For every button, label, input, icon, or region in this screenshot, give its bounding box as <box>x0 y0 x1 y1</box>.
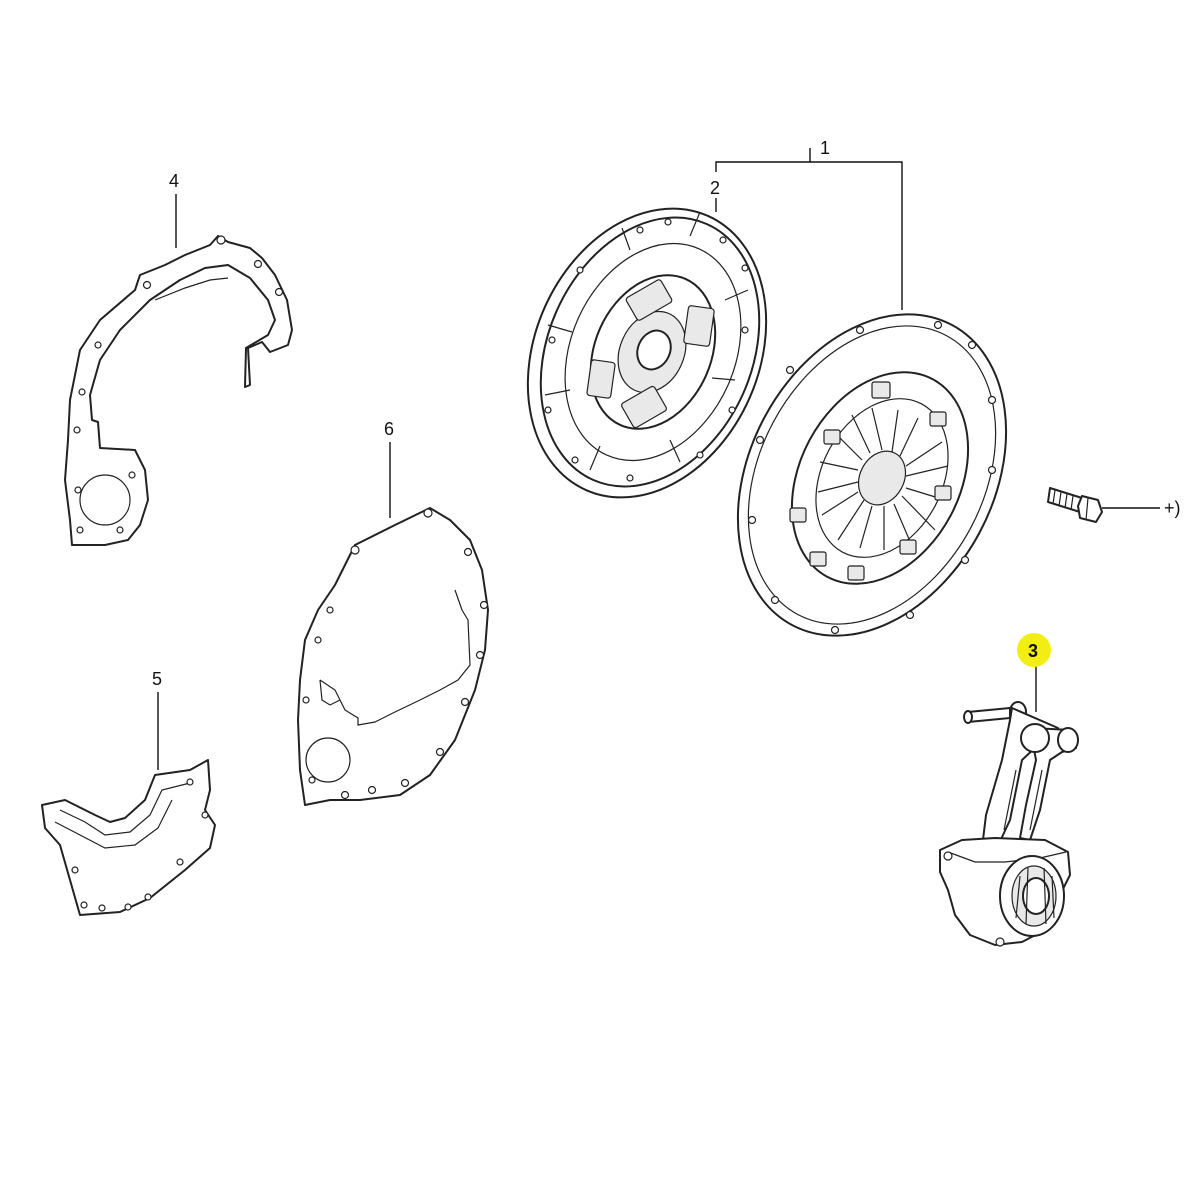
pressure-plate <box>736 313 1008 637</box>
bolt-note: +) <box>1164 498 1181 518</box>
part-2-clutch-disc <box>526 207 768 499</box>
damper-springs <box>586 279 715 429</box>
callout-6: 6 <box>384 419 394 439</box>
part-4-backing-plate <box>64 235 293 546</box>
part-5-lower-plate <box>41 759 216 916</box>
part-6-adapter-plate <box>297 507 489 806</box>
part-3-slave-cylinder <box>939 701 1079 947</box>
callout-1: 1 <box>820 138 830 158</box>
callout-leaders <box>157 148 1160 770</box>
callout-2: 2 <box>710 178 720 198</box>
bolt-note-label: +) <box>1164 498 1181 518</box>
callout-3-highlighted[interactable]: 3 <box>1017 633 1051 667</box>
pressure-plate-bolt <box>1047 487 1103 523</box>
callout-5-label: 5 <box>152 669 162 689</box>
callout-4: 4 <box>169 171 179 191</box>
callout-3-highlight-marker <box>1017 633 1051 667</box>
callout-4-label: 4 <box>169 171 179 191</box>
callout-1-label: 1 <box>820 138 830 158</box>
callout-5: 5 <box>152 669 162 689</box>
callout-2-label: 2 <box>710 178 720 198</box>
callout-6-label: 6 <box>384 419 394 439</box>
callout-3-label: 3 <box>1028 641 1038 661</box>
